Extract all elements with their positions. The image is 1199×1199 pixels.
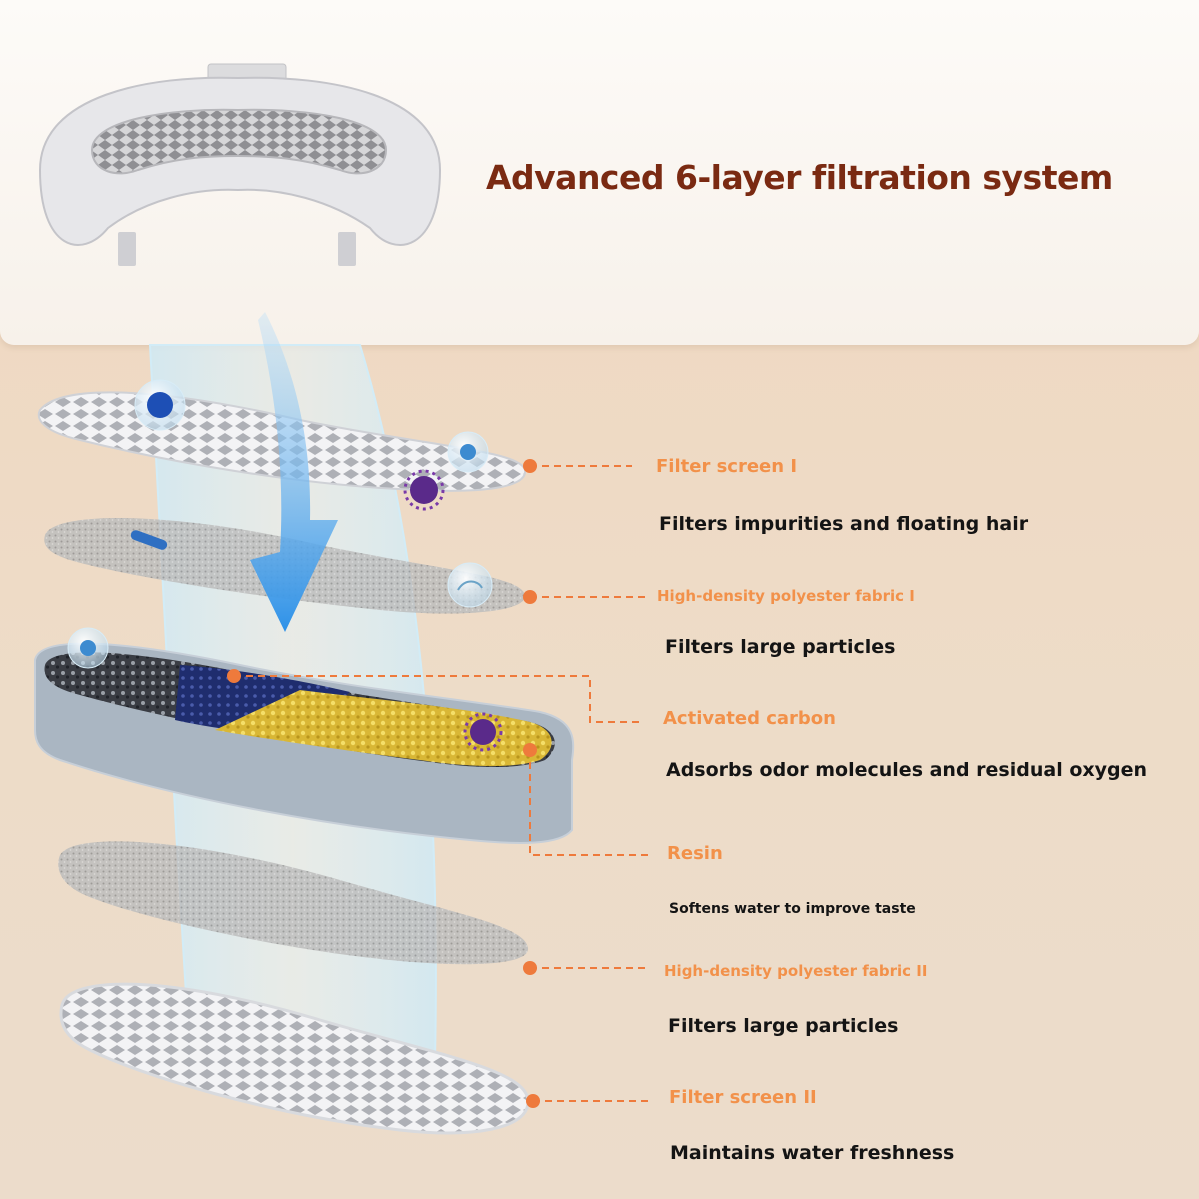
layer-label-fabric-2: High-density polyester fabric II bbox=[664, 962, 928, 980]
callout-connectors bbox=[234, 465, 650, 1102]
layer-label-filter-screen-2: Filter screen II bbox=[669, 1087, 817, 1108]
filter-cover-product bbox=[38, 63, 442, 266]
layer-label-resin: Resin bbox=[667, 843, 723, 864]
layer-desc-activated-carbon: Adsorbs odor molecules and residual oxyg… bbox=[666, 759, 1148, 781]
carbon-resin-tray bbox=[34, 642, 575, 844]
layer-label-activated-carbon: Activated carbon bbox=[663, 708, 836, 729]
layer-desc-resin: Softens water to improve taste bbox=[669, 901, 916, 917]
fabric-2-shape bbox=[58, 841, 529, 965]
layer-desc-fabric-2: Filters large particles bbox=[668, 1015, 899, 1037]
callout-dots bbox=[227, 459, 540, 1108]
layer-desc-fabric-1: Filters large particles bbox=[665, 636, 896, 658]
bacteria-icons bbox=[403, 469, 503, 752]
layer-desc-filter-screen-1: Filters impurities and floating hair bbox=[659, 513, 1029, 535]
particle-bubbles bbox=[67, 379, 493, 669]
page-title: Advanced 6-layer filtration system bbox=[486, 158, 1113, 197]
layer-desc-filter-screen-2: Maintains water freshness bbox=[670, 1142, 955, 1164]
layer-label-filter-screen-1: Filter screen I bbox=[656, 456, 798, 477]
layer-label-fabric-1: High-density polyester fabric I bbox=[657, 587, 915, 605]
filter-screen-2-shape bbox=[59, 982, 530, 1135]
flow-arrow bbox=[250, 312, 338, 632]
